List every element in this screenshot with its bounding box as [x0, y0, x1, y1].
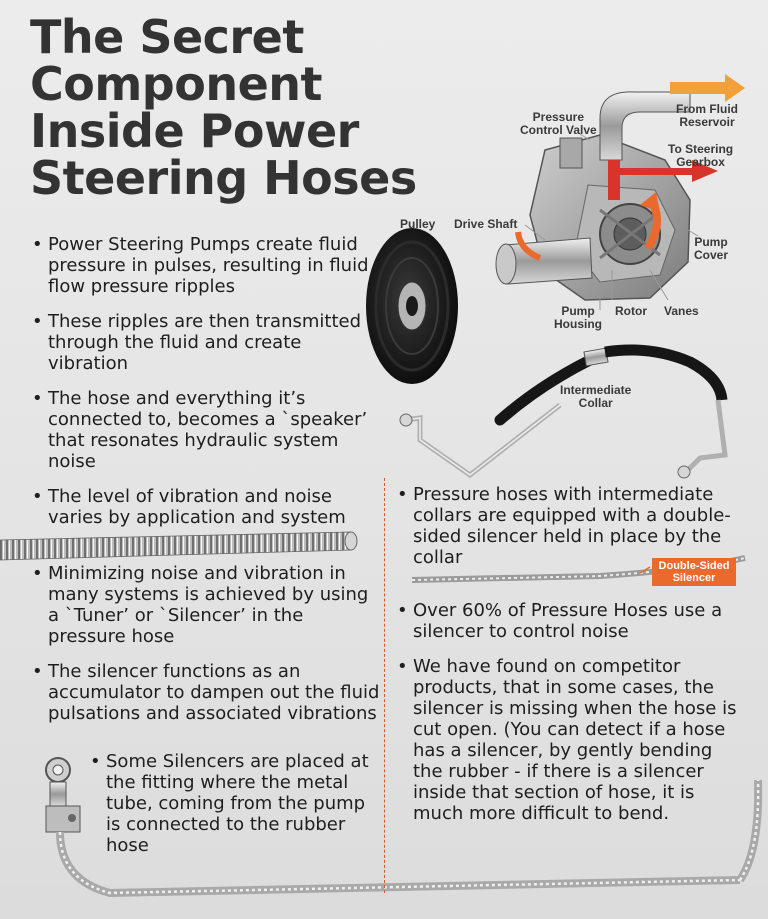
bullet-list-right-bottom: Over 60% of Pressure Hoses use a silence… [395, 600, 740, 838]
label-intermediate-collar: Intermediate Collar [560, 383, 632, 410]
page-title: The Secret Component Inside Power Steeri… [30, 10, 417, 205]
bullet-item: The level of vibration and noise varies … [30, 486, 375, 528]
column-divider [384, 478, 385, 893]
label-drive-shaft: Drive Shaft [454, 217, 518, 231]
fitting-silencer-bottom [45, 757, 763, 898]
bullet-list-right-top: Pressure hoses with intermediate collars… [395, 484, 750, 582]
pulley-wheel [366, 228, 458, 384]
bullet-item: Over 60% of Pressure Hoses use a silence… [395, 600, 740, 642]
bullet-item: The hose and everything it’s connected t… [30, 388, 375, 472]
label-pump-housing: Pump Housing [554, 304, 602, 331]
bullet-item: Minimizing noise and vibration in many s… [30, 563, 380, 647]
label-rotor: Rotor [615, 304, 647, 318]
bullet-item: These ripples are then transmitted throu… [30, 311, 375, 374]
bullet-list-left-top: Power Steering Pumps create fluid pressu… [30, 234, 375, 542]
label-pump-cover: Pump Cover [694, 235, 729, 262]
bullet-item: The silencer functions as an accumulator… [30, 661, 380, 724]
bullet-item: Power Steering Pumps create fluid pressu… [30, 234, 375, 297]
bullet-list-left-middle: Minimizing noise and vibration in many s… [30, 563, 380, 738]
label-vanes: Vanes [664, 304, 699, 318]
bullet-item: We have found on competitor products, th… [395, 656, 740, 824]
label-pulley: Pulley [400, 217, 436, 231]
bullet-item: Pressure hoses with intermediate collars… [395, 484, 750, 568]
label-from-fluid-reservoir: From Fluid Reservoir [676, 102, 738, 129]
label-pressure-control-valve: Pressure Control Valve [520, 110, 597, 137]
bullet-item: Some Silencers are placed at the fitting… [88, 751, 378, 856]
coiled-silencer-left [0, 531, 358, 561]
label-to-steering-gearbox: To Steering Gearbox [668, 142, 734, 169]
power-steering-pump-diagram [495, 74, 745, 310]
bullet-list-left-bottom: Some Silencers are placed at the fitting… [88, 751, 378, 870]
pressure-hose-with-collar [399, 344, 728, 479]
